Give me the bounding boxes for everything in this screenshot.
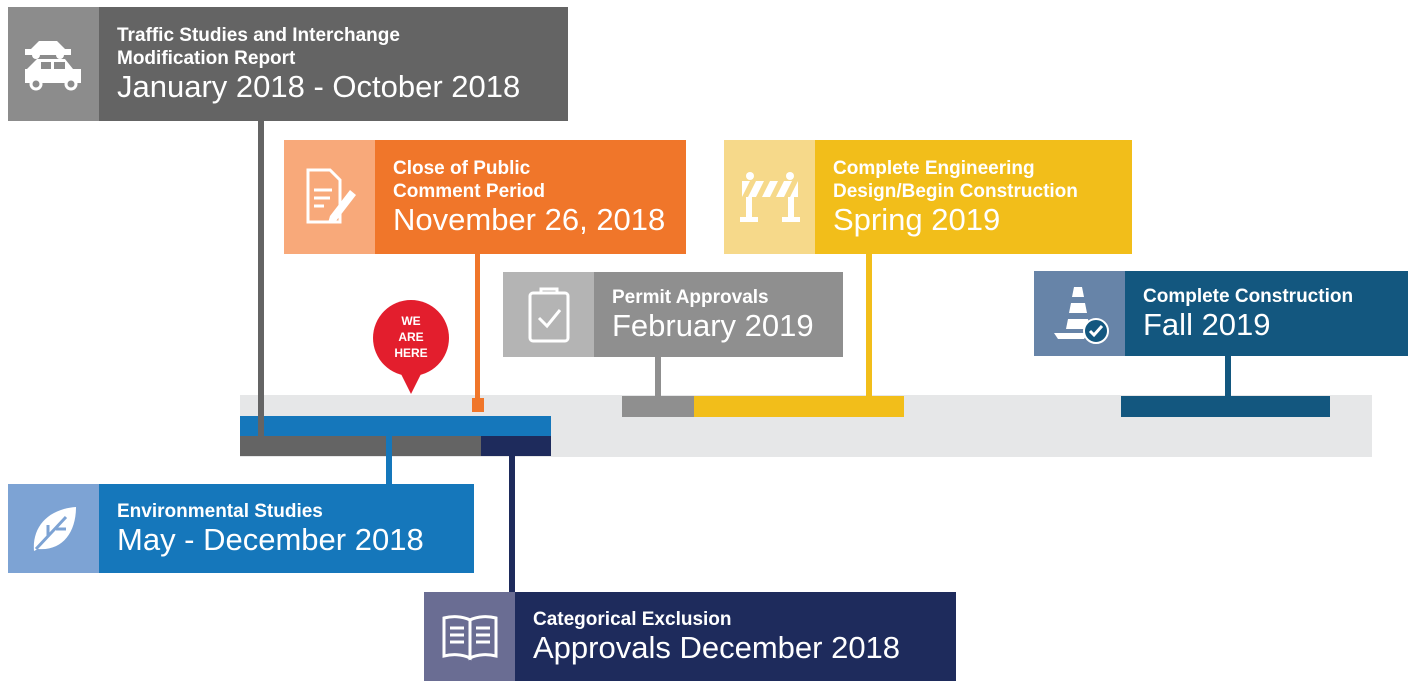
permit-text: Permit Approvals February 2019 xyxy=(594,272,814,357)
comment-title-line2: Comment Period xyxy=(393,181,546,202)
traffic-date: January 2018 - October 2018 xyxy=(117,69,521,104)
traffic-connector xyxy=(258,120,264,438)
traffic-icon-box xyxy=(8,7,99,121)
exclusion-date: Approvals December 2018 xyxy=(533,630,901,665)
permit-connector xyxy=(655,356,661,398)
traffic-title-line1: Traffic Studies and Interchange xyxy=(117,25,400,46)
environmental-icon-box xyxy=(8,484,99,573)
clipboard-check-icon xyxy=(528,287,569,342)
environmental-title: Environmental Studies xyxy=(117,501,323,522)
exclusion-text: Categorical Exclusion Approvals December… xyxy=(515,592,900,681)
permit-date: February 2019 xyxy=(612,308,814,343)
document-pen-icon xyxy=(306,168,356,224)
exclusion-card: Categorical Exclusion Approvals December… xyxy=(424,592,956,681)
open-book-icon xyxy=(442,614,497,660)
traffic-cone-check-icon xyxy=(1053,286,1109,344)
marker-line1: WE xyxy=(401,314,421,328)
marker-line2: ARE xyxy=(398,330,424,344)
engineering-card: Complete Engineering Design/Begin Constr… xyxy=(724,140,1132,254)
environmental-connector xyxy=(386,434,392,486)
barricade-icon xyxy=(739,172,800,222)
construction-card: Complete Construction Fall 2019 xyxy=(1034,271,1408,356)
construction-date: Fall 2019 xyxy=(1143,307,1271,342)
environmental-date: May - December 2018 xyxy=(117,522,424,557)
traffic-text: Traffic Studies and Interchange Modifica… xyxy=(99,7,520,121)
exclusion-bar xyxy=(481,436,551,456)
permit-card: Permit Approvals February 2019 xyxy=(503,272,843,357)
engineering-connector xyxy=(866,254,872,398)
traffic-studies-card: Traffic Studies and Interchange Modifica… xyxy=(8,7,568,121)
construction-text: Complete Construction Fall 2019 xyxy=(1125,271,1353,356)
comment-text: Close of Public Comment Period November … xyxy=(375,140,665,254)
construction-connector xyxy=(1225,355,1231,398)
engineering-title-line1: Complete Engineering xyxy=(833,158,1035,179)
comment-title-line1: Close of Public xyxy=(393,158,531,179)
traffic-bar xyxy=(240,436,481,456)
permit-title: Permit Approvals xyxy=(612,287,769,308)
comment-date: November 26, 2018 xyxy=(393,202,666,237)
construction-title: Complete Construction xyxy=(1143,286,1354,307)
exclusion-title: Categorical Exclusion xyxy=(533,609,732,630)
marker-text: WE ARE HERE xyxy=(371,313,451,361)
map-pin-icon xyxy=(373,300,449,394)
engineering-icon-box xyxy=(724,140,815,254)
environmental-card: Environmental Studies May - December 201… xyxy=(8,484,474,573)
comment-icon-box xyxy=(284,140,375,254)
cars-icon xyxy=(24,41,81,91)
exclusion-connector xyxy=(509,454,515,594)
engineering-title-line2: Design/Begin Construction xyxy=(833,181,1078,202)
exclusion-icon-box xyxy=(424,592,515,681)
traffic-title-line2: Modification Report xyxy=(117,48,296,69)
leaf-icon xyxy=(33,506,76,551)
engineering-text: Complete Engineering Design/Begin Constr… xyxy=(815,140,1078,254)
environmental-bar xyxy=(240,416,551,436)
permit-bar xyxy=(622,396,694,417)
environmental-text: Environmental Studies May - December 201… xyxy=(99,484,424,573)
comment-connector xyxy=(475,254,480,400)
comment-period-card: Close of Public Comment Period November … xyxy=(284,140,686,254)
engineering-bar xyxy=(694,396,904,417)
marker-line3: HERE xyxy=(394,346,428,360)
comment-marker xyxy=(472,398,484,412)
permit-icon-box xyxy=(503,272,594,357)
engineering-date: Spring 2019 xyxy=(833,202,1001,237)
construction-bar xyxy=(1121,396,1330,417)
we-are-here-marker: WE ARE HERE xyxy=(371,300,451,396)
construction-icon-box xyxy=(1034,271,1125,356)
